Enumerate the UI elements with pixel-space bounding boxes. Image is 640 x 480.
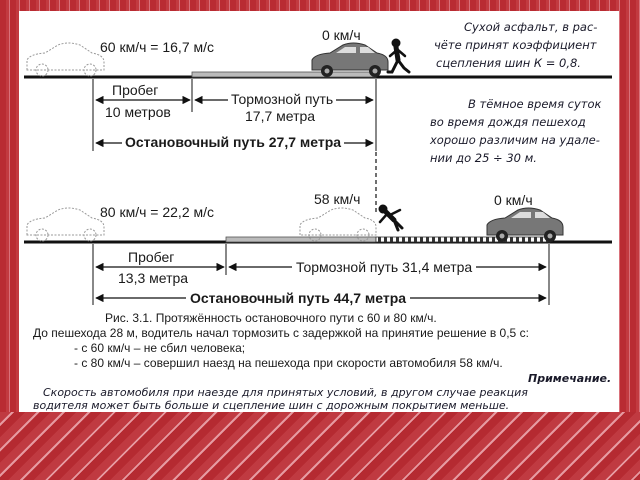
bottom-stopped-car-icon <box>486 207 564 242</box>
caption-line-2: - с 60 км/ч – не сбил человека; <box>74 341 246 355</box>
night-note-line-3: хорошо различим на удале- <box>430 133 600 147</box>
bottom-end-speed-label: 0 км/ч <box>494 192 533 208</box>
top-reaction-label: Пробег <box>112 82 159 98</box>
note-line-1: Скорость автомобиля при наезде для приня… <box>43 386 528 399</box>
note-line-2: водителя может быть больше и сцепление ш… <box>33 399 510 412</box>
top-stopped-car-icon <box>311 42 389 77</box>
top-ghost-car-icon <box>26 42 105 77</box>
top-pedestrian-icon <box>386 38 411 74</box>
note-title: Примечание. <box>528 372 612 385</box>
top-reaction-value: 10 метров <box>105 104 171 120</box>
bottom-braking-zone <box>225 236 377 243</box>
night-note-line-1: В тёмное время суток <box>468 97 602 111</box>
top-end-speed-label: 0 км/ч <box>322 27 361 43</box>
night-note-line-2: во время дождя пешеход <box>430 115 586 129</box>
top-braking-zone <box>191 71 377 78</box>
top-braking-value: 17,7 метра <box>245 108 316 124</box>
top-stopping-distance: Остановочный путь 27,7 метра <box>122 135 345 149</box>
asphalt-note-line-1: Сухой асфальт, в рас- <box>464 20 598 34</box>
caption-line-1: До пешехода 28 м, водитель начал тормози… <box>33 326 529 340</box>
bottom-ghost-car-icon <box>26 207 105 242</box>
night-note-line-4: нии до 25 ÷ 30 м. <box>430 151 537 165</box>
decorative-frame-bottom <box>0 412 640 480</box>
figure-caption-title: Рис. 3.1. Протяжённость остановочного пу… <box>105 311 437 325</box>
asphalt-note-line-3: сцепления шин К = 0,8. <box>436 56 581 70</box>
bottom-pedestrian-hit-icon <box>378 204 404 232</box>
asphalt-note-line-2: чёте принят коэффициент <box>434 38 597 52</box>
bottom-stopping-distance: Остановочный путь 44,7 метра <box>186 291 411 305</box>
bottom-braking-label: Тормозной путь 31,4 метра <box>292 260 477 274</box>
bottom-speed-label: 80 км/ч = 22,2 м/с <box>100 204 215 220</box>
top-speed-label: 60 км/ч = 16,7 м/с <box>100 39 215 55</box>
top-braking-label: Тормозной путь <box>228 92 337 106</box>
caption-line-3: - с 80 км/ч – совершил наезд на пешехода… <box>74 356 503 370</box>
impact-ghost-car-icon <box>299 207 377 242</box>
bottom-impact-speed-label: 58 км/ч <box>314 191 361 207</box>
bottom-post-impact-zone <box>375 236 551 243</box>
bottom-reaction-value: 13,3 метра <box>118 270 189 286</box>
bottom-reaction-label: Пробег <box>128 249 175 265</box>
